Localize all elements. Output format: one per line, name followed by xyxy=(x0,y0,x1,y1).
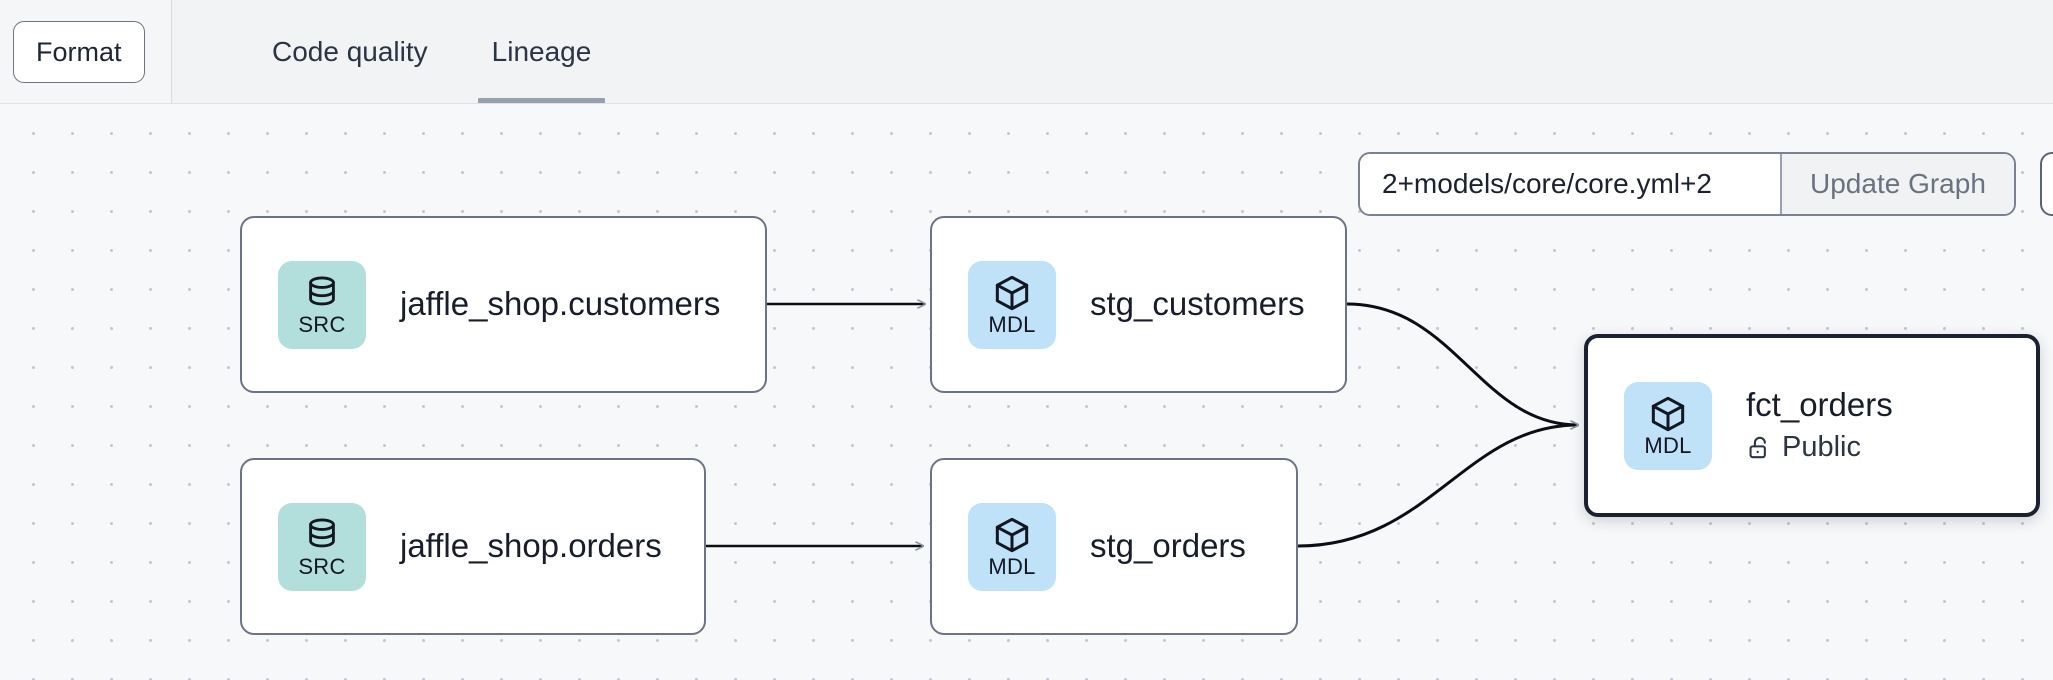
node-body: jaffle_shop.orders xyxy=(400,527,662,565)
badge-mdl: MDL xyxy=(968,260,1056,349)
node-access-label: Public xyxy=(1782,431,1861,464)
tab-code-quality[interactable]: Code quality xyxy=(272,36,428,67)
edge-stg-customers-to-fct-orders xyxy=(1346,302,1578,425)
node-title: jaffle_shop.customers xyxy=(400,285,721,323)
database-icon xyxy=(303,273,341,313)
side-panel-peek[interactable] xyxy=(2040,152,2053,216)
update-graph-button[interactable]: Update Graph xyxy=(1782,154,2014,214)
badge-label: MDL xyxy=(988,312,1036,337)
node-title: stg_customers xyxy=(1090,285,1305,323)
node-access-row: Public xyxy=(1746,431,1893,464)
tab-lineage[interactable]: Lineage xyxy=(460,0,624,104)
toolbar-divider xyxy=(0,103,2053,104)
badge-label: MDL xyxy=(988,554,1036,579)
edge-stg-orders-to-fct-orders xyxy=(1297,425,1578,548)
graph-selector-group: Update Graph xyxy=(1358,152,2016,216)
cube-icon xyxy=(992,515,1032,555)
badge-src: SRC xyxy=(278,260,366,349)
lineage-node-jaffle-shop-customers[interactable]: SRC jaffle_shop.customers xyxy=(240,216,767,393)
node-title: jaffle_shop.orders xyxy=(400,527,662,565)
badge-label: SRC xyxy=(298,312,346,337)
lineage-node-jaffle-shop-orders[interactable]: SRC jaffle_shop.orders xyxy=(240,458,706,635)
node-body: fct_orders Public xyxy=(1746,385,1893,464)
badge-label: SRC xyxy=(298,554,346,579)
lineage-node-stg-customers[interactable]: MDL stg_customers xyxy=(930,216,1347,393)
lineage-canvas[interactable]: SRC jaffle_shop.customers MDL stg_custo xyxy=(0,104,2053,680)
node-title: stg_orders xyxy=(1090,527,1246,565)
format-button[interactable]: Format xyxy=(13,21,145,83)
selector-divider xyxy=(1780,154,1782,214)
node-body: stg_orders xyxy=(1090,527,1246,565)
unlock-icon xyxy=(1746,434,1772,462)
tab-bar: Code quality Lineage xyxy=(172,0,2053,104)
node-title: fct_orders xyxy=(1746,385,1893,423)
lineage-node-stg-orders[interactable]: MDL stg_orders xyxy=(930,458,1298,635)
database-icon xyxy=(303,515,341,555)
cube-icon xyxy=(1648,394,1688,434)
cube-icon xyxy=(992,273,1032,313)
graph-selector-input[interactable] xyxy=(1360,154,1780,214)
badge-mdl: MDL xyxy=(968,502,1056,591)
badge-src: SRC xyxy=(278,502,366,591)
badge-label: MDL xyxy=(1644,433,1692,458)
node-body: stg_customers xyxy=(1090,285,1305,323)
node-body: jaffle_shop.customers xyxy=(400,285,721,323)
top-toolbar: Format Code quality Lineage xyxy=(0,0,2053,104)
lineage-node-fct-orders[interactable]: MDL fct_orders Public xyxy=(1584,334,2040,517)
badge-mdl: MDL xyxy=(1624,381,1712,470)
toolbar-left-section: Format xyxy=(0,0,172,104)
